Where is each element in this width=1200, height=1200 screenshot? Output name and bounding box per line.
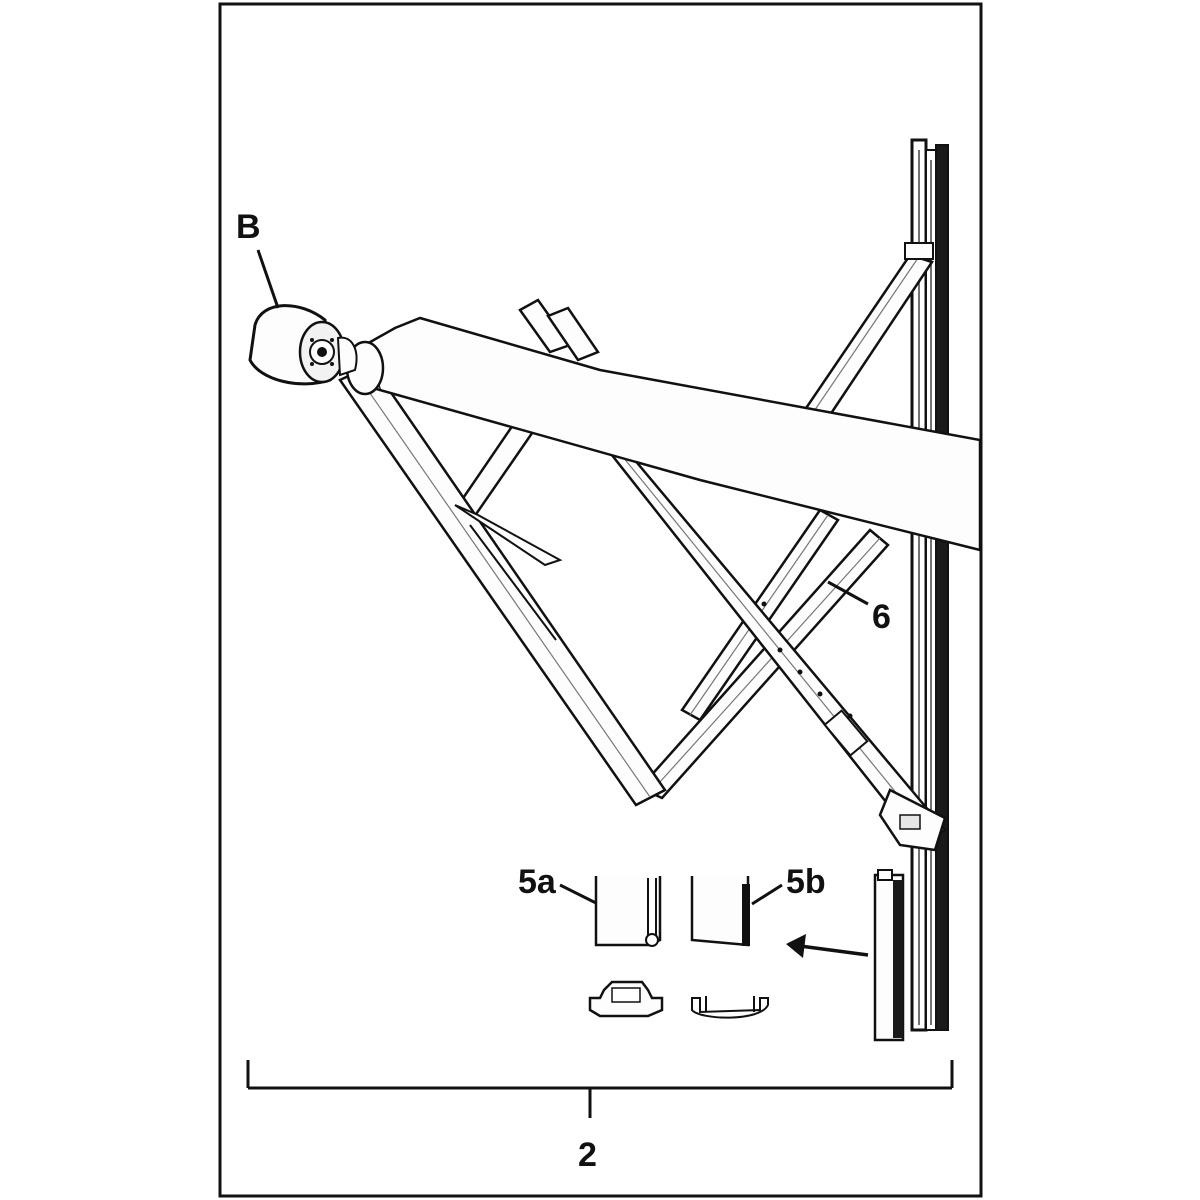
part-5b bbox=[690, 876, 769, 1019]
callout-6: 6 bbox=[872, 598, 891, 636]
callout-5b: 5b bbox=[786, 863, 826, 901]
bracket-2 bbox=[246, 1060, 954, 1118]
callout-5a: 5a bbox=[518, 863, 557, 901]
part-5a bbox=[588, 876, 664, 1018]
leader-5a bbox=[559, 883, 599, 906]
end-cap-b bbox=[248, 304, 358, 386]
rail-insert bbox=[873, 869, 905, 1042]
callout-b: B bbox=[236, 208, 261, 246]
arm-6 bbox=[637, 528, 890, 800]
leader-6 bbox=[827, 580, 869, 606]
leader-5b bbox=[751, 883, 783, 906]
lower-left-leg bbox=[454, 504, 563, 567]
rear-posts bbox=[518, 298, 600, 362]
direction-arrow bbox=[786, 934, 869, 958]
callout-2: 2 bbox=[578, 1136, 597, 1174]
leader-b bbox=[256, 249, 280, 309]
